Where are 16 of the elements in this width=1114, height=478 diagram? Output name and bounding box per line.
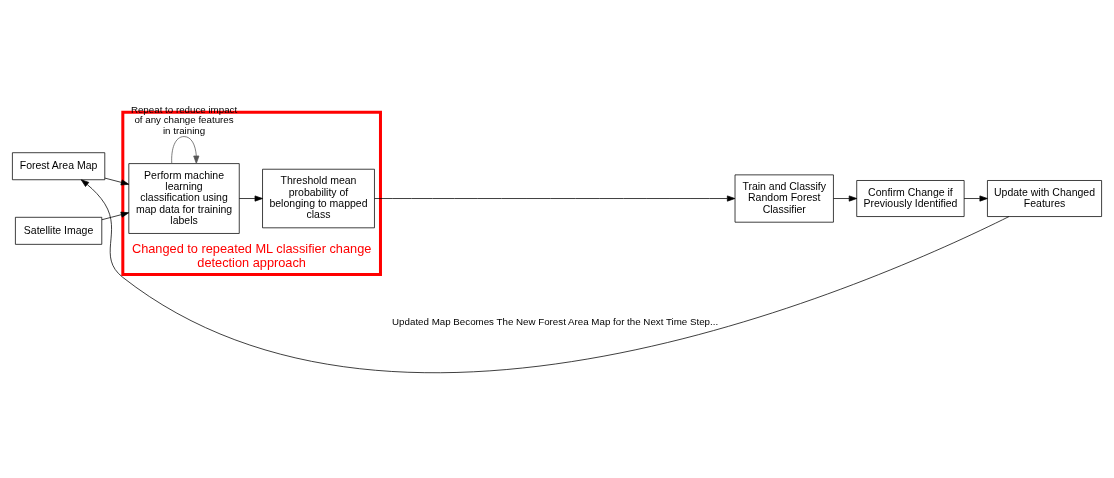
node-box: Update with Changed Features bbox=[987, 180, 1102, 217]
arrow bbox=[80, 179, 1010, 374]
node-box: Satellite Image bbox=[15, 216, 103, 245]
node-box: Perform machine learning classification using map data for training labels bbox=[128, 163, 240, 234]
arrow bbox=[238, 195, 263, 202]
node-box: Forest Area Map bbox=[12, 152, 106, 181]
arrow bbox=[963, 195, 988, 202]
arrow bbox=[833, 195, 858, 202]
edge-label: Updated Map Becomes The New Forest Area Map for the Next Time Step... bbox=[392, 316, 719, 328]
node-box: Train and Classify Random Forest Classifier bbox=[734, 174, 834, 223]
arrow bbox=[171, 136, 200, 164]
node-box: Confirm Change if Previously Identified bbox=[856, 180, 965, 217]
arrow bbox=[101, 211, 130, 221]
node-box: Threshold mean probability of belonging to mapped class bbox=[262, 168, 375, 229]
arrow bbox=[104, 177, 130, 186]
arrow bbox=[374, 195, 736, 202]
